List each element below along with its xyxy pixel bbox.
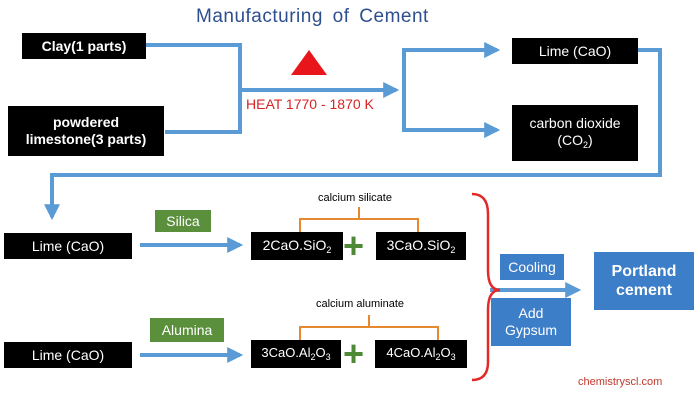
heat-label: HEAT 1770 - 1870 K <box>246 96 374 112</box>
diagram-title: Manufacturing of Cement <box>196 6 429 27</box>
calcium-silicate-bracket <box>299 207 419 232</box>
clay-connector <box>145 43 242 90</box>
calcium-silicate-label: calcium silicate <box>318 192 392 204</box>
co2-box: carbon dioxide (CO2) <box>512 105 638 161</box>
split-connector-top <box>402 42 501 90</box>
combine-bracket <box>471 192 501 382</box>
portland-cement-box: Portland cement <box>594 252 694 310</box>
cooling-box: Cooling <box>500 254 564 280</box>
lime-top-box: Lime (CaO) <box>512 38 638 64</box>
site-credit: chemistryscl.com <box>578 376 663 388</box>
silica-box: Silica <box>155 210 211 232</box>
add-gypsum-box: Add Gypsum <box>491 298 571 346</box>
alumina-box: Alumina <box>150 318 224 342</box>
lime-return-connector <box>44 48 662 221</box>
limestone-connector <box>165 90 242 134</box>
dicalcium-silicate-box: 2CaO.SiO2 <box>251 232 343 260</box>
calcium-aluminate-bracket <box>299 315 439 340</box>
tricalcium-aluminate-box: 3CaO.Al2O3 <box>251 340 341 368</box>
tricalcium-silicate-box: 3CaO.SiO2 <box>376 232 466 260</box>
lime-bottom-box: Lime (CaO) <box>4 342 132 368</box>
limestone-box: powdered limestone(3 parts) <box>8 106 164 156</box>
lime-mid-box: Lime (CaO) <box>4 233 132 259</box>
heat-triangle <box>291 50 327 75</box>
tetracalcium-aluminate-box: 4CaO.Al2O3 <box>375 340 467 368</box>
plus-icon-aluminate: + <box>343 333 365 374</box>
calcium-aluminate-label: calcium aluminate <box>316 298 405 310</box>
clay-box: Clay(1 parts) <box>22 33 146 59</box>
plus-icon-silicate: + <box>343 225 365 266</box>
split-connector-bottom <box>402 90 501 138</box>
